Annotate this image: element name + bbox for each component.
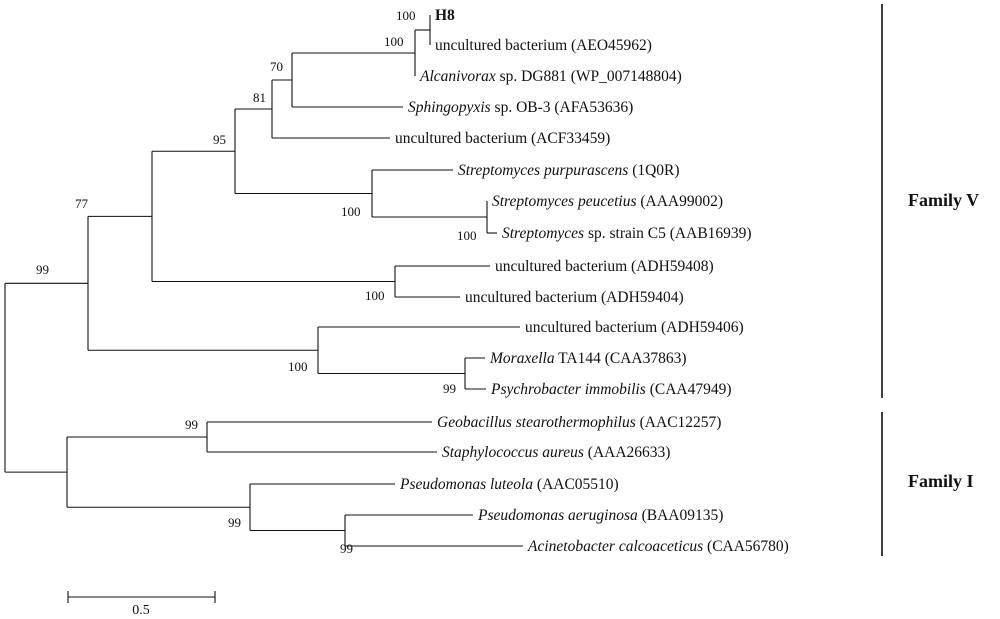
- leaf-label: uncultured bacterium (ADH59408): [495, 258, 714, 275]
- bootstrap-value: 100: [396, 8, 416, 23]
- scale-bar: 0.5: [67, 591, 216, 618]
- bootstrap-value: 100: [288, 359, 308, 374]
- leaf-taxon-name: Sphingopyxis: [408, 99, 491, 116]
- bootstrap-value: 99: [185, 417, 198, 432]
- leaf-accession: (BAA09135): [638, 507, 724, 524]
- leaf-taxon-name: uncultured bacterium: [465, 289, 597, 306]
- leaf-taxon-name: Streptomyces: [502, 225, 584, 242]
- bootstrap-value: 99: [36, 262, 49, 277]
- leaf-accession: (WP_007148804): [567, 68, 682, 85]
- leaf-label: H8: [435, 7, 455, 24]
- leaf-accession: (AAC05510): [533, 476, 619, 493]
- bootstrap-value: 81: [253, 90, 266, 105]
- bootstrap-value: 95: [213, 132, 226, 147]
- leaf-accession: (CAA47949): [646, 381, 732, 398]
- bootstrap-value: 70: [270, 59, 283, 74]
- leaf-label: uncultured bacterium (AEO45962): [435, 37, 652, 54]
- leaf-accession: (AAA99002): [636, 193, 723, 210]
- bootstrap-value: 99: [443, 381, 456, 396]
- leaf-label: Moraxella TA144 (CAA37863): [489, 350, 687, 367]
- leaf-accession: (CAA37863): [601, 350, 687, 367]
- leaf-taxon-name: Pseudomonas luteola: [399, 476, 533, 493]
- leaf-taxon-suffix: sp. DG881: [496, 68, 567, 85]
- leaf-taxon-name: Streptomyces peucetius: [492, 193, 636, 210]
- leaf-taxon-name: uncultured bacterium: [395, 130, 527, 147]
- leaf-taxon-name: Geobacillus stearothermophilus: [437, 414, 636, 431]
- leaf-taxon-name: uncultured bacterium: [495, 258, 627, 275]
- leaf-taxon-suffix: sp. strain C5: [584, 225, 666, 242]
- leaf-accession: (AAB16939): [666, 225, 752, 242]
- leaf-accession: (1Q0R): [628, 162, 679, 179]
- leaf-taxon-name: Alcanivorax: [419, 68, 496, 85]
- leaf-accession: (ADH59406): [657, 319, 744, 336]
- leaf-taxon-name: Psychrobacter immobilis: [490, 381, 646, 398]
- leaf-label: Psychrobacter immobilis (CAA47949): [490, 381, 732, 398]
- leaf-accession: (AAA26633): [584, 444, 671, 461]
- bootstrap-value: 100: [384, 34, 404, 49]
- bootstrap-value: 100: [365, 288, 385, 303]
- leaf-label: Staphylococcus aureus (AAA26633): [442, 444, 670, 461]
- leaf-taxon-name: Pseudomonas aeruginosa: [477, 507, 638, 524]
- leaf-label: uncultured bacterium (ADH59404): [465, 289, 684, 306]
- leaf-label: uncultured bacterium (ACF33459): [395, 130, 610, 147]
- leaf-accession: (AFA53636): [551, 99, 634, 116]
- leaf-taxon-name: Moraxella: [489, 350, 555, 367]
- leaf-taxon-suffix: TA144: [555, 350, 602, 367]
- leaf-label: Pseudomonas luteola (AAC05510): [399, 476, 619, 493]
- bootstrap-value: 99: [228, 515, 241, 530]
- leaf-label: Alcanivorax sp. DG881 (WP_007148804): [419, 68, 682, 85]
- leaf-taxon-name: Staphylococcus aureus: [442, 444, 584, 461]
- tree-branches: [4, 15, 523, 547]
- leaf-taxon-suffix: sp. OB-3: [491, 99, 551, 116]
- leaf-taxon-name: Acinetobacter calcoaceticus: [527, 538, 703, 555]
- leaf-taxon-name: H8: [435, 7, 455, 24]
- leaf-accession: (ADH59404): [597, 289, 684, 306]
- leaf-label: uncultured bacterium (ADH59406): [525, 319, 744, 336]
- leaf-accession: (AEO45962): [567, 37, 652, 54]
- tree-labels: H8 uncultured bacterium (AEO45962) Alcaniv…: [36, 7, 789, 556]
- leaf-accession: (CAA56780): [703, 538, 789, 555]
- leaf-label: Geobacillus stearothermophilus (AAC12257…: [437, 414, 721, 431]
- leaf-label: Pseudomonas aeruginosa (BAA09135): [477, 507, 723, 524]
- leaf-label: Streptomyces peucetius (AAA99002): [492, 193, 723, 210]
- leaf-taxon-name: uncultured bacterium: [525, 319, 657, 336]
- leaf-label: Streptomyces purpurascens (1Q0R): [458, 162, 680, 179]
- leaf-taxon-name: Streptomyces purpurascens: [458, 162, 628, 179]
- bootstrap-value: 100: [341, 204, 361, 219]
- family-label: Family V: [908, 190, 979, 210]
- family-label: Family I: [908, 471, 974, 491]
- bootstrap-value: 100: [457, 228, 477, 243]
- bootstrap-value: 99: [340, 541, 353, 556]
- leaf-label: Streptomyces sp. strain C5 (AAB16939): [502, 225, 752, 242]
- leaf-label: Sphingopyxis sp. OB-3 (AFA53636): [408, 99, 633, 116]
- leaf-accession: (ADH59408): [627, 258, 714, 275]
- leaf-label: Acinetobacter calcoaceticus (CAA56780): [527, 538, 789, 555]
- family-brackets: Family V Family I: [881, 4, 979, 556]
- leaf-accession: (ACF33459): [527, 130, 610, 147]
- scale-bar-label: 0.5: [132, 603, 150, 618]
- leaf-taxon-name: uncultured bacterium: [435, 37, 567, 54]
- bootstrap-value: 77: [75, 196, 89, 211]
- leaf-accession: (AAC12257): [636, 414, 722, 431]
